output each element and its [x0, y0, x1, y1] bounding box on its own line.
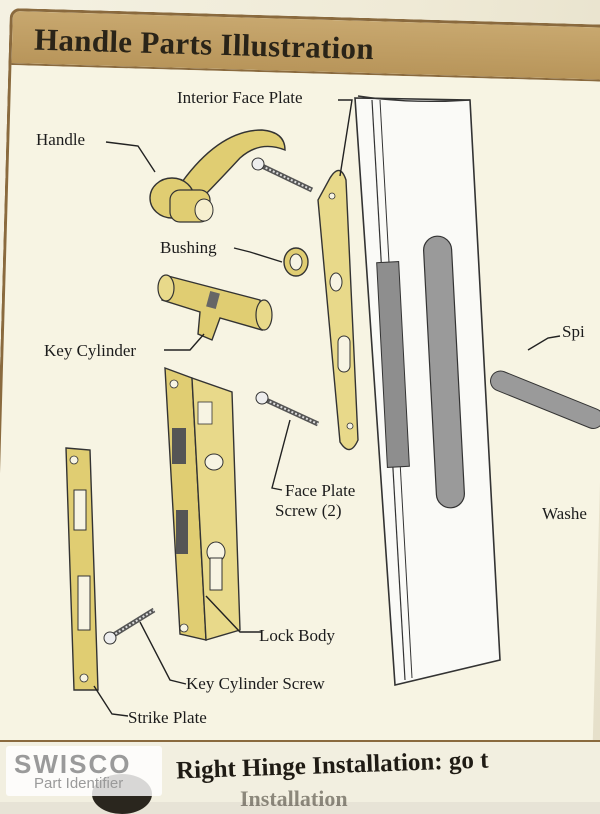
strike-plate-illustration [65, 447, 129, 717]
parts-diagram [65, 95, 600, 717]
key-cylinder-screw-illustration [103, 607, 187, 685]
handle-illustration [105, 129, 286, 223]
label-interior-face-plate: Interior Face Plate [177, 88, 303, 107]
label-lock-body: Lock Body [259, 626, 336, 645]
spindle-illustration [490, 335, 600, 429]
label-spindle-partial: Spi [562, 322, 585, 341]
label-washer-partial: Washe [542, 504, 587, 523]
next-section-subheading: Installation [240, 786, 348, 811]
door-edge-panel [354, 95, 501, 686]
interior-face-plate-illustration [317, 99, 359, 451]
label-key-cylinder: Key Cylinder [44, 341, 137, 360]
label-face-plate-screw-line1: Face Plate [285, 481, 356, 500]
bushing-illustration [233, 247, 309, 277]
label-strike-plate: Strike Plate [128, 708, 207, 727]
label-handle: Handle [36, 130, 86, 149]
label-face-plate-screw-line2: Screw (2) [275, 501, 342, 520]
label-key-cylinder-screw: Key Cylinder Screw [186, 674, 325, 693]
watermark-brand: SWISCO [14, 749, 132, 779]
face-plate-screws [251, 157, 320, 491]
lock-body-illustration [164, 366, 262, 641]
key-cylinder-illustration [157, 274, 273, 351]
label-bushing: Bushing [160, 238, 217, 257]
watermark-tagline: Part Identifier [34, 775, 124, 792]
swisco-watermark [6, 746, 162, 796]
